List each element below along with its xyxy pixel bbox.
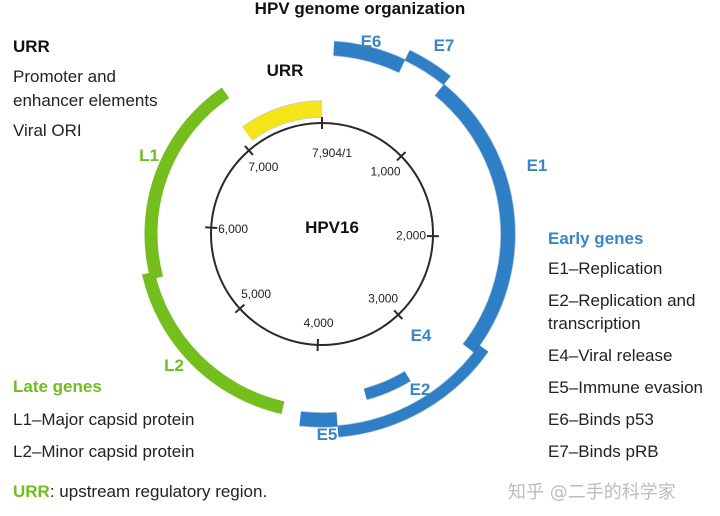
late-gene-l1: L1–Major capsid protein bbox=[13, 410, 195, 429]
early-genes-heading: Early genes bbox=[548, 229, 644, 248]
orf-arc-e7 bbox=[404, 50, 451, 85]
orf-arc-e5 bbox=[299, 411, 338, 427]
orf-label-e6: E6 bbox=[361, 32, 382, 51]
footnote: URR: upstream regulatory region. bbox=[13, 480, 267, 504]
footnote-definition: : upstream regulatory region. bbox=[49, 482, 268, 501]
orf-arc-urr bbox=[242, 101, 323, 141]
late-gene-l2: L2–Minor capsid protein bbox=[13, 442, 195, 461]
urr-line-2: enhancer elements bbox=[13, 91, 158, 110]
orf-label-l1: L1 bbox=[139, 146, 159, 165]
genome-tick-label: 7,000 bbox=[248, 160, 278, 174]
orf-arc-e4 bbox=[363, 371, 411, 400]
genome-tick bbox=[396, 151, 407, 162]
genome-tick bbox=[205, 226, 218, 229]
orf-arc-l1 bbox=[144, 87, 230, 280]
early-gene-e2-cont: transcription bbox=[548, 314, 641, 333]
early-gene-e4: E4–Viral release bbox=[548, 346, 673, 365]
orf-label-e4: E4 bbox=[411, 326, 432, 345]
genome-tick bbox=[393, 309, 404, 320]
genome-tick-label: 6,000 bbox=[218, 222, 248, 236]
orf-label-l2: L2 bbox=[164, 356, 184, 375]
orf-label-urr: URR bbox=[267, 61, 304, 80]
orf-arc-l2 bbox=[141, 271, 285, 415]
genome-tick bbox=[234, 303, 245, 314]
genome-tick-label: 4,000 bbox=[304, 316, 334, 330]
genome-tick-label: 1,000 bbox=[370, 165, 400, 179]
diagram-title: HPV genome organization bbox=[254, 0, 466, 18]
orf-label-e1: E1 bbox=[527, 156, 548, 175]
orf-label-e2: E2 bbox=[410, 380, 431, 399]
early-gene-e5: E5–Immune evasion bbox=[548, 378, 703, 397]
genome-tick-label: 7,904/1 bbox=[312, 146, 352, 160]
urr-heading: URR bbox=[13, 37, 50, 56]
early-gene-e6: E6–Binds p53 bbox=[548, 410, 654, 429]
early-gene-e7: E7–Binds pRB bbox=[548, 442, 659, 461]
genome-tick-label: 5,000 bbox=[241, 287, 271, 301]
early-gene-e2: E2–Replication and bbox=[548, 291, 696, 310]
early-gene-e1: E1–Replication bbox=[548, 259, 663, 278]
orf-arc-e2 bbox=[337, 345, 489, 437]
orf-label-e5: E5 bbox=[317, 425, 338, 444]
urr-line-1: Promoter and bbox=[13, 67, 116, 86]
genome-tick-label: 2,000 bbox=[396, 229, 426, 243]
orf-arc-e6 bbox=[333, 41, 406, 73]
watermark: 知乎 @二手的科学家 bbox=[508, 482, 676, 503]
genome-tick bbox=[244, 145, 254, 156]
orf-arc-e1 bbox=[435, 84, 515, 353]
urr-line-3: Viral ORI bbox=[13, 121, 82, 140]
footnote-term: URR bbox=[13, 482, 50, 501]
late-genes-heading: Late genes bbox=[13, 377, 102, 396]
genome-tick-label: 3,000 bbox=[368, 292, 398, 306]
orf-label-e7: E7 bbox=[434, 36, 455, 55]
genome-center-label: HPV16 bbox=[305, 218, 359, 237]
